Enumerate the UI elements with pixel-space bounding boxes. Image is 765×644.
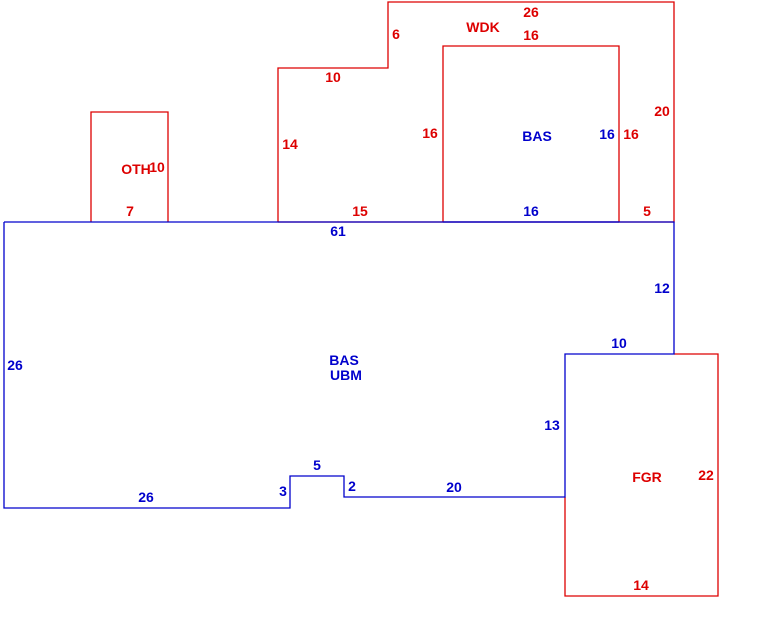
- oth-label: OTH: [121, 161, 151, 177]
- dim-notch-left: 3: [279, 483, 287, 499]
- dim-wdk-left-step: 6: [392, 26, 400, 42]
- dim-wdk-bottom-left: 15: [352, 203, 368, 219]
- dim-main-step: 10: [611, 335, 627, 351]
- dim-fgr-right: 22: [698, 467, 714, 483]
- dim-oth-bottom: 7: [126, 203, 134, 219]
- dim-main-bottom-left: 26: [138, 489, 154, 505]
- dim-wdk-inner-right: 16: [623, 126, 639, 142]
- dim-wdk-inner-top: 16: [523, 27, 539, 43]
- dim-oth-side: 10: [149, 159, 165, 175]
- dim-main-right: 12: [654, 280, 670, 296]
- dim-wdk-top: 26: [523, 4, 539, 20]
- dim-bas-upper-bottom: 16: [523, 203, 539, 219]
- dim-fgr-bottom: 14: [633, 577, 649, 593]
- fgr-label: FGR: [632, 469, 662, 485]
- dim-wdk-left: 14: [282, 136, 298, 152]
- dim-main-top: 61: [330, 223, 346, 239]
- main-area-label-bas: BAS: [329, 352, 359, 368]
- dim-main-left: 26: [7, 357, 23, 373]
- oth-outline: [90, 111, 169, 222]
- wdk-label: WDK: [466, 19, 499, 35]
- dim-main-bottom-right: 20: [446, 479, 462, 495]
- fgr-outline: [564, 353, 719, 597]
- dim-bas-upper-right: 16: [599, 126, 615, 142]
- dim-notch-right: 2: [348, 478, 356, 494]
- dim-notch-top: 5: [313, 457, 321, 473]
- main-area-label-ubm: UBM: [330, 367, 362, 383]
- dim-wdk-left-top: 10: [325, 69, 341, 85]
- dim-wdk-bottom-right: 5: [643, 203, 651, 219]
- dim-wdk-right: 20: [654, 103, 670, 119]
- bas-upper-outline: [442, 45, 620, 222]
- main-area-outline: [3, 221, 675, 509]
- bas-upper-label: BAS: [522, 128, 552, 144]
- dim-fgr-side: 13: [544, 417, 560, 433]
- wdk-outline: [277, 1, 675, 223]
- dim-wdk-inner-left: 16: [422, 125, 438, 141]
